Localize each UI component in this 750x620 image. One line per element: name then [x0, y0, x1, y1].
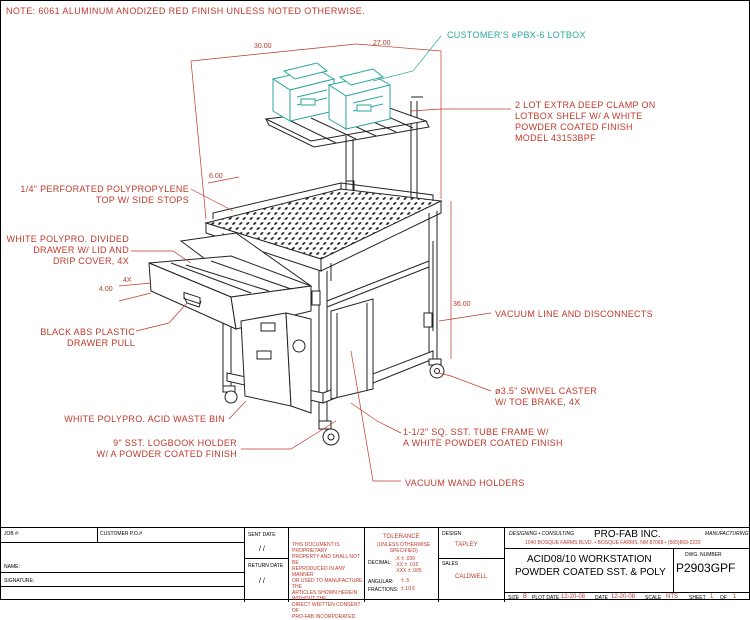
dim-height: 36.00 — [453, 301, 471, 308]
dim-depth: 27.00 — [373, 40, 391, 47]
callout-lotbox: CUSTOMER'S ePBX-6 LOTBOX — [447, 30, 586, 40]
callout-waste-bin: WHITE POLYPRO. ACID WASTE BIN — [64, 414, 225, 424]
dim-drawer-height: 4.00 — [99, 286, 113, 293]
drawing-title-2: POWDER COATED SST. & POLY — [515, 567, 666, 578]
company-name: PRO-FAB INC. — [594, 529, 661, 540]
callout-wand: VACUUM WAND HOLDERS — [405, 478, 525, 488]
dimension-lines — [118, 43, 452, 359]
callout-vacuum-line: VACUUM LINE AND DISCONNECTS — [495, 309, 653, 319]
title-block: JOB #: CUSTOMER P.O.# NAME: SIGNATURE: S… — [1, 527, 750, 620]
lotbox-right — [327, 68, 392, 130]
signature-label: SIGNATURE: — [4, 578, 35, 584]
workstation-drawing — [118, 35, 511, 482]
customer-po-label: CUSTOMER P.O.# — [100, 531, 143, 537]
drawing-number: P2903GPF — [676, 561, 736, 575]
callout-frame: 1-1/2" SQ. SST. TUBE FRAME W/A WHITE POW… — [403, 427, 563, 448]
designer-name: TAPLEY — [455, 542, 478, 548]
logbook-holder — [330, 298, 374, 400]
name-label: NAME: — [4, 564, 20, 570]
return-date-value: / / — [259, 578, 265, 585]
acid-waste-bin — [240, 312, 312, 414]
tb-company-cell: DESIGNING • CONSULTING PRO-FAB INC. MANU… — [505, 528, 750, 602]
dim-depth-6: 6.00 — [209, 173, 223, 180]
job-label: JOB #: — [4, 531, 20, 537]
caster-right — [428, 358, 445, 379]
drawing-title-1: ACID08/10 WORKSTATION — [527, 554, 652, 565]
header-note: NOTE: 6061 ALUMINUM ANODIZED RED FINISH … — [6, 6, 366, 16]
dim-drawer-count: 4X — [123, 277, 132, 284]
tb-dates-cell: SENT DATE / / RETURN DATE / / — [245, 528, 289, 602]
drawer-unit — [148, 232, 313, 330]
return-date-label: RETURN DATE — [248, 563, 284, 569]
dim-width: 30.00 — [254, 43, 272, 50]
leader-lines — [131, 35, 511, 482]
tb-design-cell: DESIGN TAPLEY SALES CALDWELL — [439, 528, 505, 602]
sent-date-label: SENT DATE — [248, 532, 276, 538]
sent-date-value: / / — [259, 546, 265, 553]
caster-back — [222, 385, 238, 404]
vacuum-line — [311, 241, 434, 331]
tb-job-cell: JOB #: CUSTOMER P.O.# NAME: SIGNATURE: — [1, 528, 245, 602]
company-address: 1040 BOSQUE FARMS BLVD. • BOSQUE FARMS, … — [525, 540, 701, 546]
lotbox-left — [271, 62, 336, 122]
sales-name: CALDWELL — [455, 574, 488, 580]
caster-front — [318, 420, 340, 446]
tolerance-title: TOLERANCE — [383, 534, 420, 540]
